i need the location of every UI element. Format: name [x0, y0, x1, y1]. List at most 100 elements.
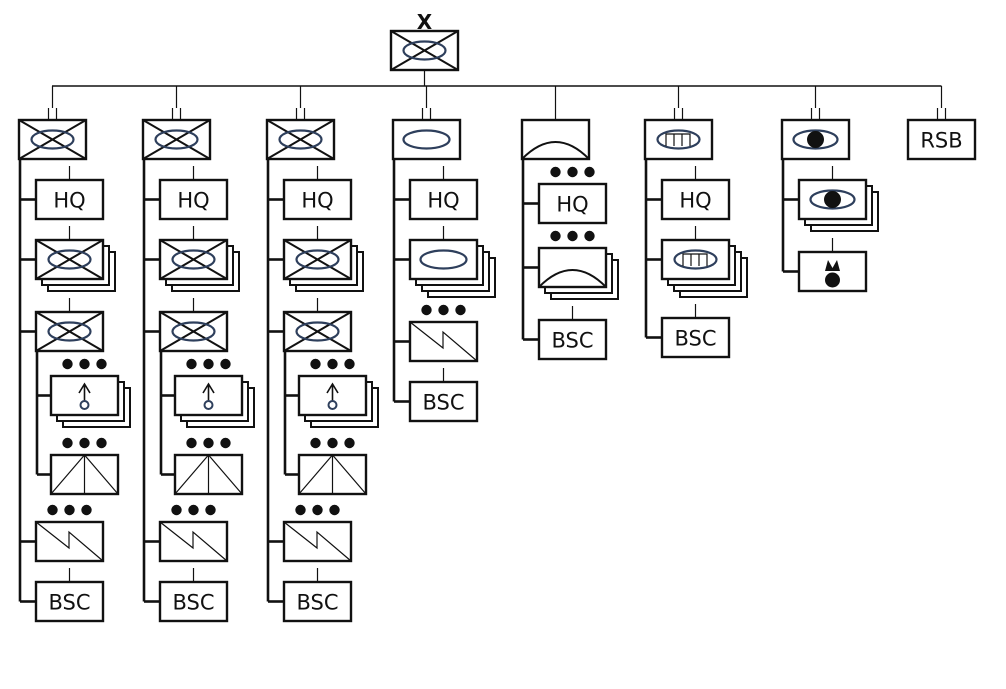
echelon-dot	[584, 230, 595, 242]
echelon-dot	[295, 504, 306, 516]
unit-label: BSC	[172, 591, 214, 615]
echelon-dot	[203, 437, 214, 449]
echelon-dot	[62, 358, 73, 370]
unit-label: HQ	[556, 193, 588, 217]
bsc-box[interactable]: BSC	[660, 316, 731, 359]
echelon-brigade-label: X	[417, 10, 433, 34]
unit-frame	[660, 178, 731, 221]
bsc-box[interactable]: BSC	[34, 580, 105, 623]
unit-frame	[643, 118, 714, 161]
unit-frame	[34, 520, 105, 563]
echelon-dots	[171, 504, 216, 516]
sub-unit-reconnaissance[interactable]	[297, 453, 368, 496]
echelon-dot	[203, 358, 214, 370]
unit-frame	[906, 118, 977, 161]
unit-frame	[408, 380, 479, 423]
stack-field-artillery[interactable]	[537, 246, 619, 300]
stack-armored-engineer[interactable]	[660, 238, 748, 298]
unit-frame	[520, 118, 591, 161]
echelon-dot	[81, 504, 92, 516]
echelon-dot	[567, 166, 578, 178]
unit-frame	[158, 178, 229, 221]
echelon-dot	[220, 358, 231, 370]
unit-rsb[interactable]: RSB	[906, 118, 977, 161]
echelon-dots	[550, 230, 595, 242]
hq-box[interactable]: HQ	[282, 178, 353, 221]
unit-armored-recon[interactable]	[780, 118, 851, 161]
echelon-dots	[62, 437, 107, 449]
echelon-dot	[188, 504, 199, 516]
unit-cab-1[interactable]	[17, 118, 88, 161]
unit-signal[interactable]	[282, 520, 353, 563]
echelon-dots	[186, 358, 231, 370]
sub-unit-mortar[interactable]	[173, 374, 255, 428]
unit-frame	[282, 178, 353, 221]
top-unit-brigade[interactable]	[389, 29, 460, 72]
unit-frame	[34, 178, 105, 221]
unit-signal[interactable]	[158, 520, 229, 563]
unit-armored-engineer[interactable]	[643, 118, 714, 161]
stack-armored-reconnaissance[interactable]	[797, 178, 879, 232]
column-armored-engineer: HQ BSC	[643, 86, 748, 359]
unit-armored-infantry[interactable]	[282, 310, 353, 353]
echelon-dot	[310, 437, 321, 449]
unit-frame	[537, 182, 608, 225]
chart-root: X HQ BSC HQ BSC HQ BSC HQ BSC HQ BSC HQ BSC RSB	[17, 10, 977, 623]
unit-frame	[408, 178, 479, 221]
sub-unit-mortar[interactable]	[49, 374, 131, 428]
hq-box[interactable]: HQ	[158, 178, 229, 221]
sub-unit-reconnaissance[interactable]	[173, 453, 244, 496]
sub-unit-reconnaissance[interactable]	[49, 453, 120, 496]
echelon-dots	[310, 358, 355, 370]
column-rsb: RSB	[906, 86, 977, 161]
unit-label: HQ	[301, 189, 333, 213]
unit-cab-3[interactable]	[265, 118, 336, 161]
echelon-dots	[295, 504, 340, 516]
stack-armored-infantry[interactable]	[282, 238, 364, 292]
echelon-dots	[421, 304, 466, 316]
unit-signal[interactable]	[34, 520, 105, 563]
bsc-box[interactable]: BSC	[537, 318, 608, 361]
bsc-box[interactable]: BSC	[408, 380, 479, 423]
unit-label: HQ	[427, 189, 459, 213]
unit-label: RSB	[920, 129, 962, 153]
echelon-dot	[79, 437, 90, 449]
unit-armor[interactable]	[391, 118, 462, 161]
echelon-dot	[344, 437, 355, 449]
hq-box[interactable]: HQ	[408, 178, 479, 221]
hq-box[interactable]: HQ	[537, 182, 608, 225]
hq-box[interactable]: HQ	[34, 178, 105, 221]
unit-frame	[34, 580, 105, 623]
stack-armor[interactable]	[408, 238, 496, 298]
bsc-box[interactable]: BSC	[282, 580, 353, 623]
echelon-dot	[550, 166, 561, 178]
echelon-dot	[327, 437, 338, 449]
stack-armored-infantry[interactable]	[158, 238, 240, 292]
unit-label: BSC	[422, 391, 464, 415]
echelon-dot	[205, 504, 216, 516]
unit-label: HQ	[679, 189, 711, 213]
column-cab-1: HQ BSC	[17, 86, 131, 623]
hq-box[interactable]: HQ	[660, 178, 731, 221]
echelon-dot	[344, 358, 355, 370]
unit-label: HQ	[53, 189, 85, 213]
echelon-dot	[47, 504, 58, 516]
unit-armored-infantry[interactable]	[34, 310, 105, 353]
echelon-dot	[421, 304, 432, 316]
unit-armored-infantry[interactable]	[158, 310, 229, 353]
echelon-dot	[64, 504, 75, 516]
bsc-box[interactable]: BSC	[158, 580, 229, 623]
unit-frame	[537, 318, 608, 361]
unit-cab-2[interactable]	[141, 118, 212, 161]
sub-unit-mortar[interactable]	[297, 374, 379, 428]
unit-frame	[158, 580, 229, 623]
unit-sniper[interactable]	[797, 250, 868, 293]
unit-signal[interactable]	[408, 320, 479, 363]
echelon-dot	[62, 437, 73, 449]
echelon-dot	[171, 504, 182, 516]
stack-armored-infantry[interactable]	[34, 238, 116, 292]
unit-artillery[interactable]	[520, 118, 591, 161]
echelon-dot	[186, 437, 197, 449]
echelon-dot	[79, 358, 90, 370]
